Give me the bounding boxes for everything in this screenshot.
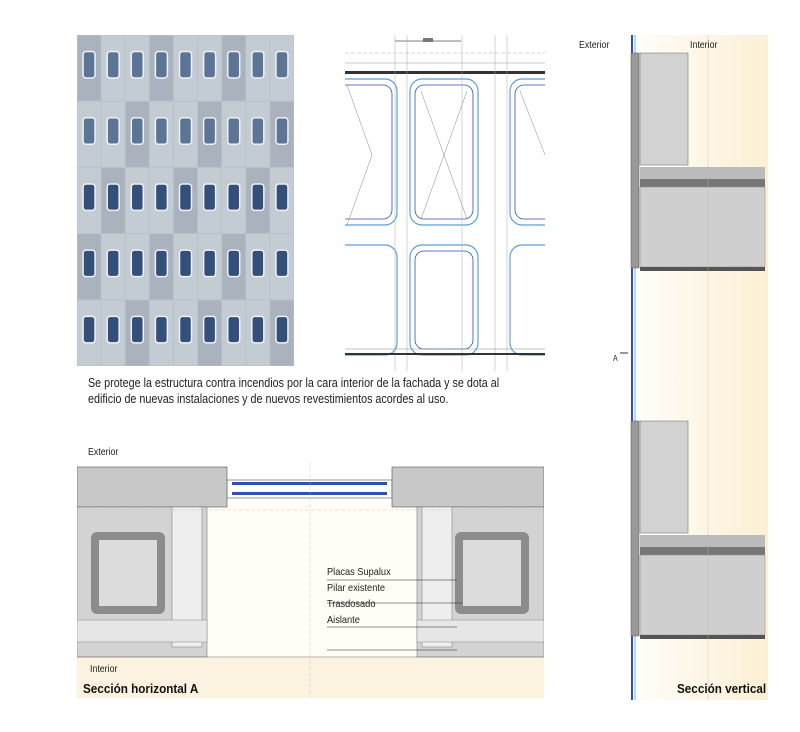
facade-window [130, 249, 145, 278]
facade-window [82, 183, 96, 212]
facade-window [202, 315, 217, 344]
facade-window [130, 315, 145, 344]
facade-window [154, 183, 169, 212]
facade-photo [77, 35, 294, 366]
facade-window [226, 315, 241, 344]
facade-window [226, 117, 241, 145]
facade-window [106, 50, 120, 79]
facade-window [226, 183, 241, 212]
vertical-exterior-label: Exterior [579, 40, 610, 51]
facade-window [178, 50, 193, 79]
facade-window [154, 117, 169, 145]
facade-window [82, 50, 96, 79]
facade-window [154, 315, 169, 344]
legend-pilar-existente: Pilar existente [327, 582, 386, 594]
facade-elevation-drawing [345, 35, 545, 371]
facade-window [178, 249, 193, 278]
facade-window [202, 50, 217, 79]
facade-window [82, 315, 96, 344]
facade-window [226, 249, 241, 278]
vertical-interior-label: Interior [690, 40, 718, 51]
facade-window [154, 249, 169, 278]
facade-window [130, 117, 145, 145]
vertical-section-drawing [620, 35, 768, 700]
facade-window [275, 249, 289, 278]
facade-window [106, 249, 120, 278]
facade-window [130, 183, 145, 212]
facade-window [275, 183, 289, 212]
facade-window [82, 249, 96, 278]
facade-window [275, 117, 289, 145]
facade-window [154, 50, 169, 79]
facade-window [178, 117, 193, 145]
caption-text: Se protege la estructura contra incendio… [88, 376, 500, 406]
facade-window [178, 315, 193, 344]
legend-aislante: Aislante [327, 614, 360, 626]
vertical-section-title: Sección vertical [677, 681, 767, 696]
facade-window [202, 117, 217, 145]
legend-trasdosado: Trasdosado [327, 598, 376, 610]
horizontal-interior-label: Interior [90, 664, 118, 675]
facade-window [106, 183, 120, 212]
section-marker-a: A [613, 354, 618, 363]
facade-window [106, 315, 120, 344]
facade-window [202, 249, 217, 278]
facade-window [275, 315, 289, 344]
facade-window [251, 183, 265, 212]
horizontal-exterior-label: Exterior [88, 447, 119, 458]
facade-window [178, 183, 193, 212]
horizontal-section-title: Sección horizontal A [83, 681, 199, 696]
facade-window [251, 249, 265, 278]
facade-window [82, 117, 96, 145]
legend-placas-supalux: Placas Supalux [327, 566, 391, 578]
facade-window [275, 50, 289, 79]
facade-window [251, 315, 265, 344]
facade-window [202, 183, 217, 212]
facade-window [251, 117, 265, 145]
facade-window [226, 50, 241, 79]
facade-window [251, 50, 265, 79]
facade-window [106, 117, 120, 145]
horizontal-section-drawing [77, 462, 544, 698]
facade-window [130, 50, 145, 79]
